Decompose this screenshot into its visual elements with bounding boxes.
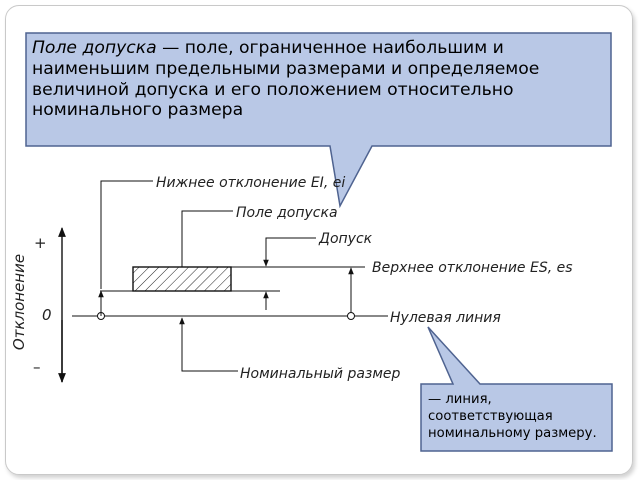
axis-title: Отклонение <box>10 254 28 350</box>
lower-deviation-leader <box>100 180 153 289</box>
tolerance-leader <box>265 237 316 266</box>
note-callout-shape <box>420 326 613 452</box>
definition-callout-shape <box>25 32 612 209</box>
label-lower-deviation: Нижнее отклонение EI, ei <box>156 175 345 191</box>
tolerance-zone-leader <box>181 210 233 267</box>
label-tolerance: Допуск <box>318 231 373 247</box>
label-upper-deviation: Верхнее отклонение ES, es <box>372 260 573 276</box>
definition-body: — поле, ограниченное наибольшим и наимен… <box>32 38 540 121</box>
label-tolerance-zone: Поле допуска <box>236 205 338 221</box>
zero-line-right-point <box>347 312 355 320</box>
label-nominal-size: Номинальный размер <box>240 366 401 382</box>
nominal-size-leader <box>181 318 238 372</box>
note-text: — линия, соответствующая номинальному ра… <box>428 392 597 442</box>
axis-plus-sign: + <box>34 234 47 252</box>
axis-minus-sign: – <box>33 358 41 376</box>
axis-zero-label: 0 <box>42 306 52 324</box>
label-zero-line: Нулевая линия <box>390 310 501 326</box>
definition-term: Поле допуска <box>32 38 157 58</box>
tolerance-zone-box <box>132 266 232 292</box>
definition-text: Поле допуска — поле, ограниченное наибол… <box>32 38 612 121</box>
